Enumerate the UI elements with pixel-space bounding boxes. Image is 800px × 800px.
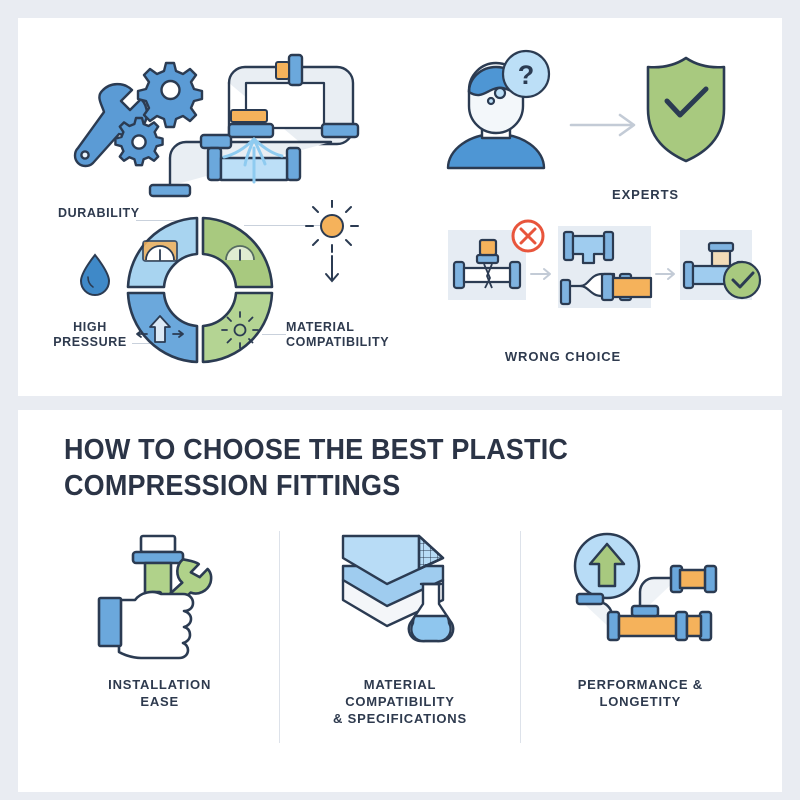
- feature-label-performance-longevity: PERFORMANCE & LONGETITY: [578, 676, 703, 710]
- label-line-1: INSTALLATION: [108, 677, 212, 692]
- donut-label-material-compatibility: MATERIAL COMPATIBILITY: [286, 320, 396, 350]
- donut-label-high-pressure: HIGH PRESSURE: [50, 320, 130, 350]
- check-badge-icon: [722, 260, 762, 300]
- leader-durability: [136, 220, 188, 222]
- sun-temperature-icon: [305, 200, 359, 283]
- feature-label-installation-ease: INSTALLATION EASE: [108, 676, 211, 710]
- material-layers-flask-icon: [325, 522, 475, 662]
- arrow-right-icon-1: [530, 268, 551, 280]
- donut-label-durability: DURABILITY: [58, 206, 140, 220]
- feature-column-installation-ease: INSTALLATION EASE: [40, 522, 279, 752]
- arrow-right-icon: [569, 113, 636, 137]
- label-line-3: & SPECIFICATIONS: [333, 711, 467, 726]
- hand-wrench-fitting-icon: [85, 522, 235, 662]
- label-line-2: EASE: [140, 694, 179, 709]
- experts-caption: EXPERTS: [612, 187, 679, 202]
- thought-bubble-icon: [486, 49, 551, 106]
- feature-label-material-compatibility: MATERIAL COMPATIBILITY & SPECIFICATIONS: [333, 676, 467, 727]
- water-drop-icon: [79, 253, 111, 296]
- donut-label-material-line2: COMPATIBILITY: [286, 335, 390, 349]
- leader-material: [262, 334, 286, 336]
- donut-label-material-line1: MATERIAL: [286, 320, 355, 334]
- broken-fitting-step: [448, 219, 545, 300]
- label-line-1: PERFORMANCE &: [577, 677, 703, 692]
- fitting-parts-step: [558, 226, 653, 308]
- top-panel: DURABILITY HIGH PRESSURE MATERIAL COMPAT…: [18, 18, 782, 396]
- cross-badge-icon: [511, 219, 545, 253]
- pipes-wrench-gears-illustration: [58, 36, 378, 211]
- page-title: HOW TO CHOOSE THE BEST PLASTIC COMPRESSI…: [64, 434, 569, 502]
- label-line-1: MATERIAL: [363, 677, 437, 692]
- wrong-choice-caption: WRONG CHOICE: [504, 349, 622, 364]
- arrow-right-icon-2: [655, 268, 675, 280]
- bottom-panel: HOW TO CHOOSE THE BEST PLASTIC COMPRESSI…: [18, 410, 782, 792]
- leader-sun: [244, 225, 322, 227]
- donut-label-high-pressure-line1: HIGH: [73, 320, 107, 334]
- correct-fitting-step: [680, 230, 762, 300]
- donut-label-high-pressure-line2: PRESSURE: [53, 335, 127, 349]
- column-divider-2: [519, 531, 521, 743]
- donut-segments: [126, 216, 274, 364]
- wrong-choice-block: WRONG CHOICE: [418, 218, 768, 383]
- feature-columns: INSTALLATION EASE: [40, 522, 760, 752]
- four-factor-donut-chart: DURABILITY HIGH PRESSURE MATERIAL COMPAT…: [48, 200, 389, 380]
- shield-check-icon: [646, 56, 726, 163]
- feature-column-performance-longevity: PERFORMANCE & LONGETITY: [521, 522, 760, 752]
- label-line-2: COMPATIBILITY: [345, 694, 455, 709]
- label-line-2: LONGETITY: [599, 694, 682, 709]
- thought-question-glyph: ?: [518, 60, 535, 90]
- column-divider-1: [279, 531, 281, 743]
- feature-column-material-compatibility: MATERIAL COMPATIBILITY & SPECIFICATIONS: [280, 522, 519, 752]
- performance-arrow-pipes-icon: [560, 522, 720, 662]
- experts-block: ? EXPERTS: [438, 38, 758, 213]
